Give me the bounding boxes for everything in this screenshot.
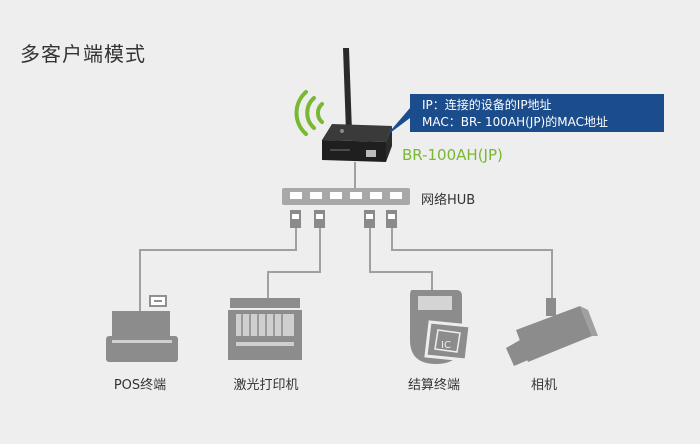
callout-ip-line: IP：连接的设备的IP地址	[422, 98, 552, 112]
pos-terminal-label: POS终端	[113, 378, 167, 393]
laser-printer-icon	[228, 298, 302, 360]
connection-lines	[139, 162, 553, 312]
hub-label: 网络HUB	[421, 193, 476, 208]
page-title: 多客户端模式	[20, 42, 146, 66]
camera-icon	[506, 298, 598, 366]
rj45-plugs	[290, 210, 397, 228]
pos-terminal-icon	[106, 295, 178, 362]
address-callout-box	[386, 94, 664, 136]
device-name: BR-100AH(JP)	[402, 146, 503, 164]
payment-terminal-icon: IC	[410, 290, 472, 364]
svg-text:IC: IC	[441, 340, 451, 351]
cable-payment	[369, 228, 433, 290]
router-icon	[322, 124, 392, 162]
antenna-icon	[343, 48, 352, 132]
cable-camera	[391, 228, 553, 300]
payment-terminal-label: 结算终端	[407, 378, 461, 393]
wifi-signal-icon	[294, 90, 324, 136]
camera-label: 相机	[530, 378, 558, 393]
callout-mac-line: MAC：BR- 100AH(JP)的MAC地址	[422, 115, 608, 129]
laser-printer-label: 激光打印机	[233, 378, 299, 393]
cable-pos	[139, 228, 297, 312]
address-callout: IP：连接的设备的IP地址 MAC：BR- 100AH(JP)的MAC地址	[412, 94, 664, 132]
hub-icon	[282, 188, 410, 205]
cable-printer	[267, 228, 321, 298]
